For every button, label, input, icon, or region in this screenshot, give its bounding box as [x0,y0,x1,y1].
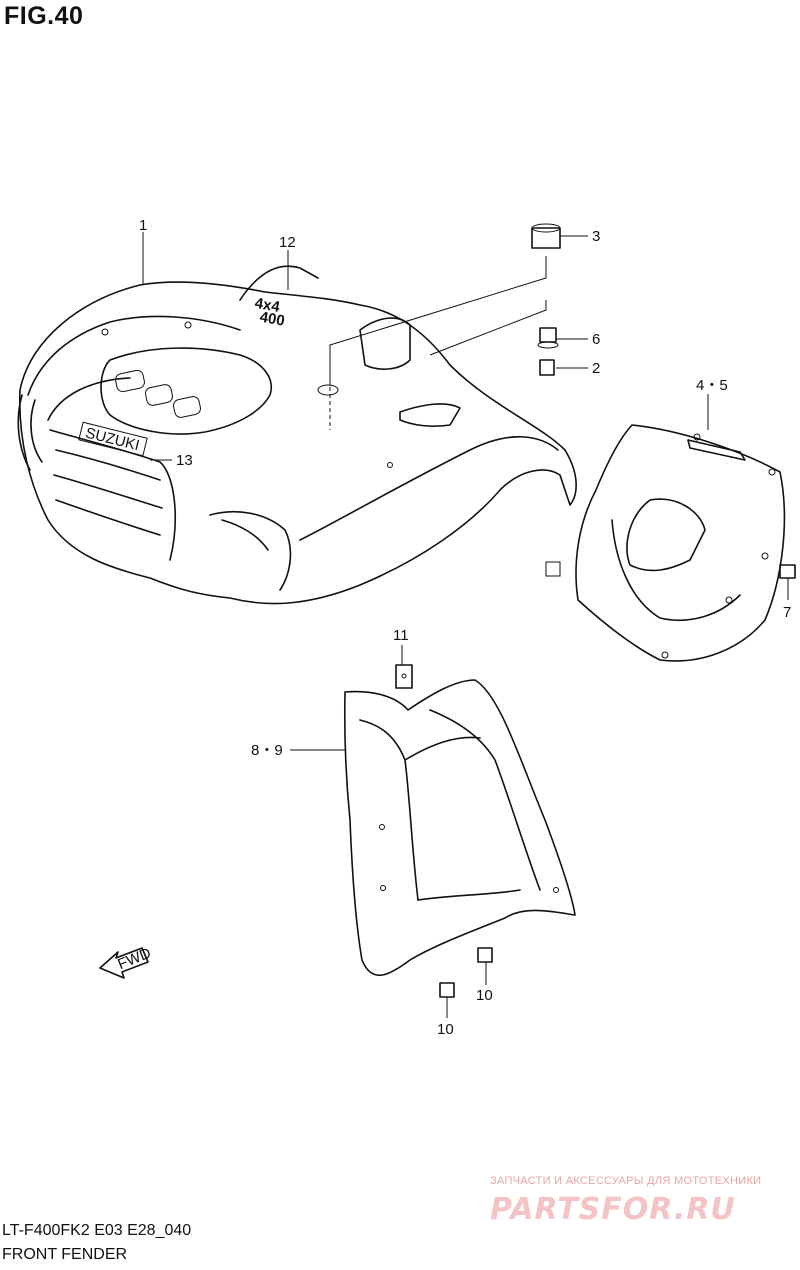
fwd-label: FWD [115,945,153,974]
collar-part-6 [537,327,559,349]
callout-10-lower: 10 [437,1021,454,1038]
footer-model-code: LT-F400FK2 E03 E28_040 [2,1222,192,1239]
callout-13: 13 [176,452,193,469]
grommet-part-3 [531,223,561,249]
callout-3: 3 [592,228,600,245]
footer-section-name: FRONT FENDER [2,1246,128,1263]
nut-part-11 [395,664,413,689]
watermark-tagline: ЗАПЧАСТИ И АКСЕССУАРЫ ДЛЯ МОТОТЕХНИКИ [490,1175,762,1187]
screw-part-2 [539,359,555,376]
watermark-logo: PARTSFOR.RU [490,1192,736,1227]
emblem-4x4: 4x4 400 [253,295,286,330]
suzuki-badge-text: SUZUKI [84,424,141,454]
callout-4-5: 4・5 [696,377,728,394]
figure-title: FIG.40 [4,2,84,30]
callout-12: 12 [279,234,296,251]
fwd-arrow-icon: FWD [99,945,154,979]
front-fender-body [17,265,577,605]
side-cover [545,424,786,662]
callout-8-9: 8・9 [251,742,283,759]
screw-part-10b [439,982,455,998]
inner-fender-panel [343,679,576,977]
callout-1: 1 [139,217,147,234]
callout-7: 7 [783,604,791,621]
callout-6: 6 [592,331,600,348]
emblem-4x4-text: 4x4 [253,295,281,316]
callout-11: 11 [393,627,409,644]
screw-part-10a [477,947,493,963]
leader-lines [142,232,789,1018]
callout-2: 2 [592,360,600,377]
emblem-400-text: 400 [258,309,286,330]
screw-part-7 [779,564,796,579]
callout-10-upper: 10 [476,987,493,1004]
